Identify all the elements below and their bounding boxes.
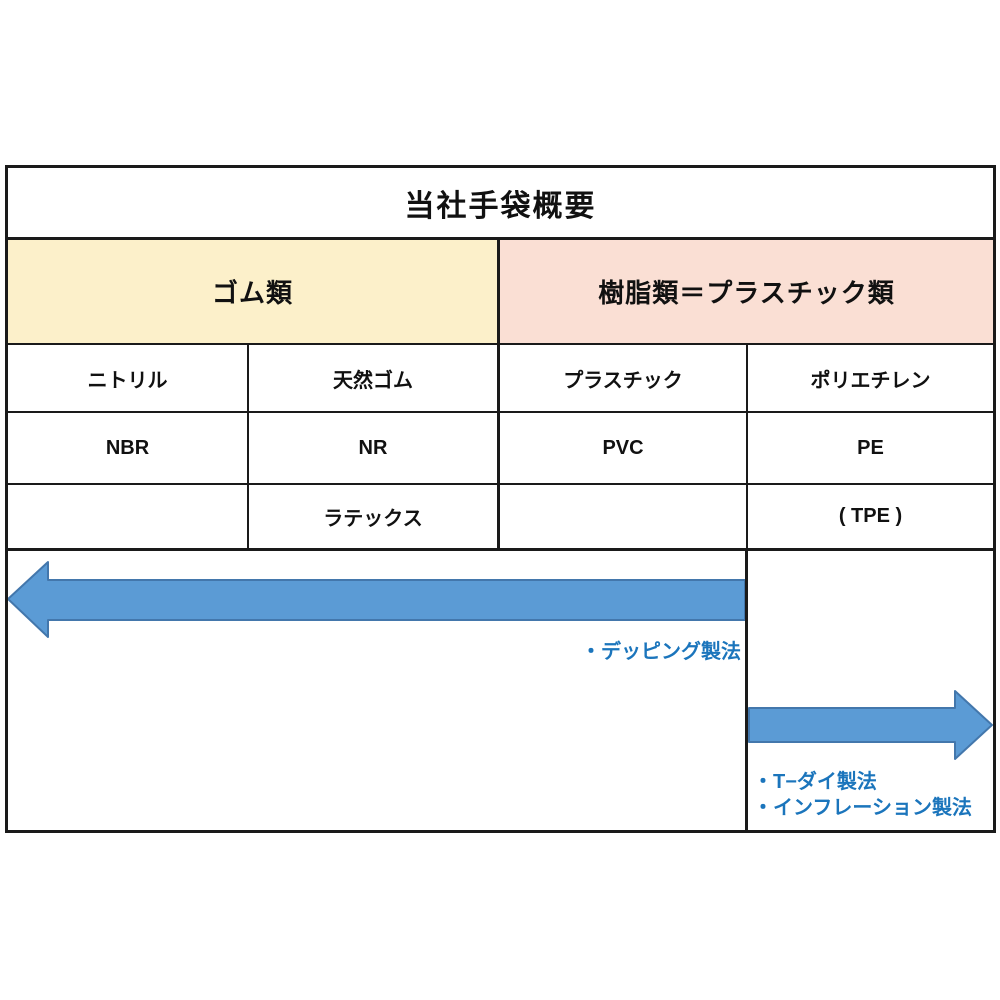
glove-overview-table: 当社手袋概要 ゴム類 樹脂類＝プラスチック類 ニトリル 天然ゴム プラスチック … [5, 165, 996, 833]
group-header-plastic: 樹脂類＝プラスチック類 [500, 240, 993, 345]
left-arrow-icon [8, 561, 745, 638]
page-title: 当社手袋概要 [8, 168, 993, 240]
material-plastic: プラスチック [500, 345, 748, 413]
group-header-rubber: ゴム類 [8, 240, 500, 345]
rubber-method-zone: ・デッピング製法 [8, 551, 748, 830]
variant-tpe: ( TPE ) [748, 485, 993, 551]
plastic-method-labels: ・T−ダイ製法 ・インフレーション製法 [753, 769, 972, 821]
plastic-method-zone: ・T−ダイ製法 ・インフレーション製法 [748, 551, 993, 830]
material-nitrile: ニトリル [8, 345, 249, 413]
variant-latex: ラテックス [249, 485, 500, 551]
variant-empty-2 [500, 485, 748, 551]
variant-empty-1 [8, 485, 249, 551]
code-pe: PE [748, 413, 993, 485]
inflation-method-label: ・インフレーション製法 [753, 797, 972, 819]
right-arrow-icon [748, 690, 993, 760]
material-polyethylene: ポリエチレン [748, 345, 993, 413]
code-nbr: NBR [8, 413, 249, 485]
code-nr: NR [249, 413, 500, 485]
code-pvc: PVC [500, 413, 748, 485]
dipping-method-label: ・デッピング製法 [581, 641, 741, 663]
material-natural-rubber: 天然ゴム [249, 345, 500, 413]
t-die-method-label: ・T−ダイ製法 [753, 771, 877, 793]
